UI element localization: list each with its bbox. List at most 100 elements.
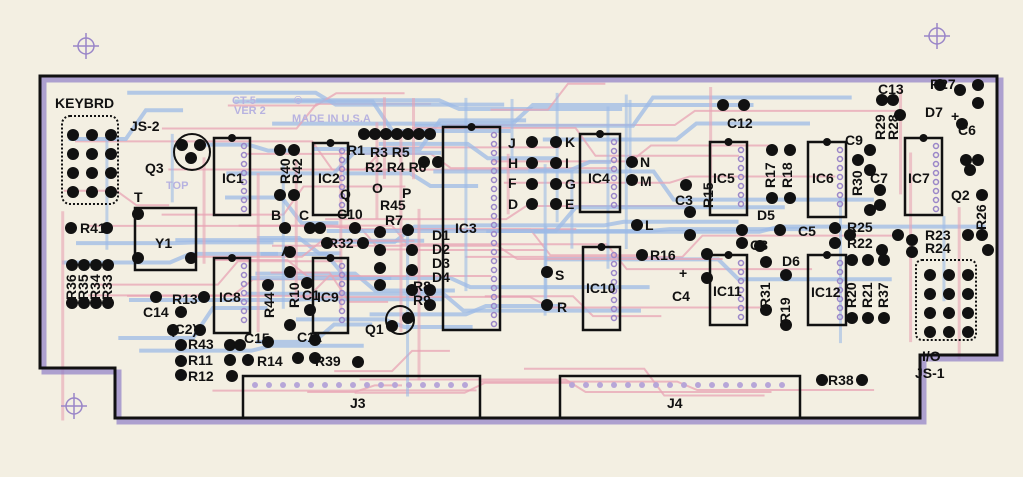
edge-pin: [462, 382, 468, 388]
edge-pin: [392, 382, 398, 388]
trace: [378, 141, 557, 161]
component-label: IC7: [908, 170, 930, 186]
solder-pad: [314, 222, 326, 234]
solder-pad: [760, 304, 772, 316]
ic-pin: [338, 183, 346, 191]
faint-marking: TOP: [166, 180, 188, 192]
edge-pin: [350, 382, 356, 388]
ic-pin: [836, 295, 844, 303]
ic-pin: [737, 182, 745, 190]
pin1-notch: [597, 243, 606, 251]
ic-pin: [338, 298, 346, 306]
ic-pin: [610, 314, 618, 322]
solder-pad: [976, 229, 988, 241]
ic-pin: [338, 307, 346, 315]
solder-pad: [418, 156, 430, 168]
solder-pad: [105, 167, 117, 179]
component-label: I: [565, 155, 569, 171]
edge-pin: [364, 382, 370, 388]
solder-pad: [309, 334, 321, 346]
trace: [62, 251, 278, 265]
ic-pin: [338, 165, 346, 173]
component-label: Y1: [155, 235, 172, 251]
solder-pad: [105, 129, 117, 141]
solder-pad: [132, 208, 144, 220]
solder-pad: [274, 144, 286, 156]
trace: [503, 175, 836, 184]
ic-pin: [610, 165, 618, 173]
component-label: IC8: [219, 289, 241, 305]
solder-pad: [874, 184, 886, 196]
component-label: IC9: [317, 289, 339, 305]
edge-pin: [569, 382, 575, 388]
ic-pin: [610, 201, 618, 209]
trace: [234, 99, 511, 133]
ic-pin: [836, 268, 844, 276]
ic-pin: [490, 221, 498, 229]
component-label: IC10: [586, 280, 616, 296]
solder-pad: [374, 262, 386, 274]
trace: [272, 102, 754, 126]
pin1-notch: [228, 254, 236, 262]
solder-pad: [284, 266, 296, 278]
solder-pad: [829, 222, 841, 234]
registration-marks: [61, 23, 950, 419]
ic-pin: [490, 194, 498, 202]
solder-pad: [358, 128, 370, 140]
component-label: R15: [700, 182, 716, 208]
solder-pad: [67, 167, 79, 179]
ic-pin: [737, 259, 745, 267]
ic-pin: [490, 302, 498, 310]
ic-pin: [610, 305, 618, 313]
solder-pad: [402, 224, 414, 236]
edge-pin: [611, 382, 617, 388]
solder-pad: [780, 269, 792, 281]
solder-pad: [754, 240, 766, 252]
solder-pad: [906, 246, 918, 258]
component-label: R22: [847, 235, 873, 251]
ic-pin: [490, 275, 498, 283]
component-label: D: [508, 196, 518, 212]
component-label: C9: [845, 132, 863, 148]
component-label: C15: [244, 330, 270, 346]
component-label: C13: [878, 81, 904, 97]
solder-pad: [878, 312, 890, 324]
component-label: R10: [286, 282, 302, 308]
ic-pin: [737, 200, 745, 208]
solder-pad: [924, 269, 936, 281]
component-label: IC5: [713, 170, 735, 186]
component-label: D5: [757, 207, 775, 223]
ic-pin: [490, 311, 498, 319]
component-label: R21: [859, 282, 875, 308]
pin1-notch: [823, 138, 831, 146]
solder-pad: [101, 222, 113, 234]
component-label: R27: [930, 76, 956, 92]
ic-pin: [240, 169, 248, 177]
ic-pin: [737, 146, 745, 154]
ic-pin: [836, 313, 844, 321]
ic-pin: [836, 286, 844, 294]
component-label: K: [565, 134, 575, 150]
ic-pin: [490, 248, 498, 256]
component-label: Q1: [365, 321, 384, 337]
solder-pad: [878, 254, 890, 266]
ic-pin: [836, 155, 844, 163]
edge-pin: [308, 382, 314, 388]
ic-pin: [240, 160, 248, 168]
crosshair-icon: [924, 23, 950, 49]
component-label: R31: [757, 282, 773, 308]
component-label: C14: [143, 304, 169, 320]
ic-pin: [338, 271, 346, 279]
solder-pad: [844, 229, 856, 241]
solder-pad: [526, 178, 538, 190]
ic-pin: [338, 174, 346, 182]
component-label: C: [299, 207, 309, 223]
ic-pin: [836, 164, 844, 172]
component-label: O: [372, 180, 383, 196]
ic-pin: [338, 316, 346, 324]
ic-pin: [240, 289, 248, 297]
ic-pin: [338, 156, 346, 164]
ic-pin: [490, 293, 498, 301]
solder-pad: [892, 229, 904, 241]
